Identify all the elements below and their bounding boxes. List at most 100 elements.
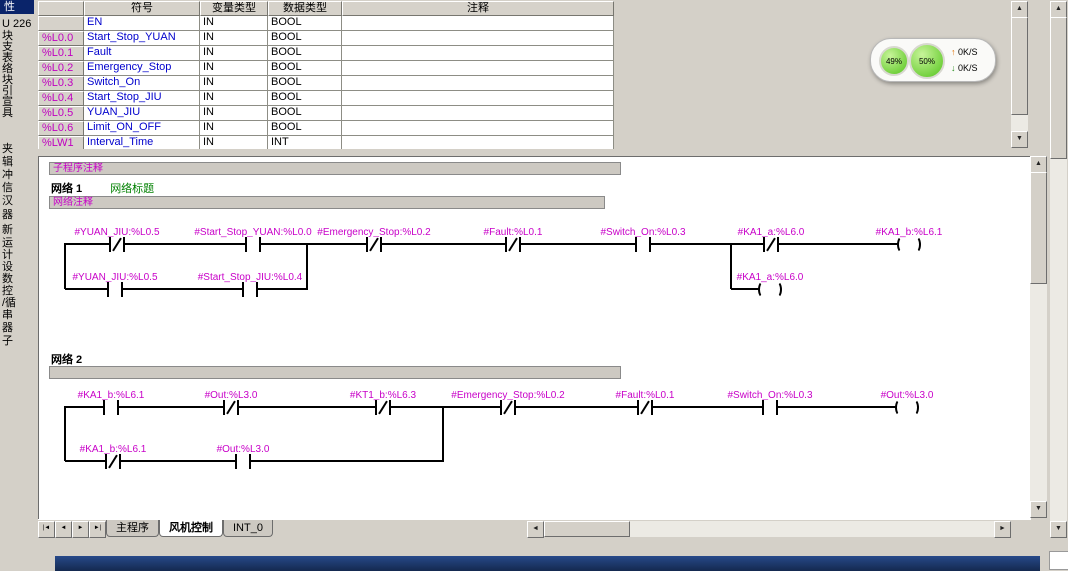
tree-item-fragment[interactable]: 辑 bbox=[2, 156, 13, 168]
table-cell[interactable]: IN bbox=[200, 121, 268, 136]
comment-bar[interactable]: 子程序注释 bbox=[49, 162, 621, 175]
address-cell[interactable]: %L0.6 bbox=[38, 121, 84, 136]
scrollbar-thumb[interactable] bbox=[1030, 172, 1047, 284]
address-cell[interactable]: %LW1 bbox=[38, 136, 84, 149]
table-cell[interactable]: IN bbox=[200, 16, 268, 31]
tree-item-fragment[interactable]: 冲 bbox=[2, 169, 13, 181]
table-cell[interactable]: IN bbox=[200, 46, 268, 61]
table-cell[interactable]: EN bbox=[84, 16, 200, 31]
tree-item-fragment[interactable]: 计 bbox=[2, 249, 13, 261]
tab-nav-button[interactable]: |◄ bbox=[38, 521, 55, 538]
table-cell[interactable]: IN bbox=[200, 136, 268, 149]
table-cell[interactable]: BOOL bbox=[268, 106, 342, 121]
table-cell[interactable] bbox=[342, 91, 614, 106]
ladder-contact[interactable]: #YUAN_JIU:%L0.5 bbox=[40, 272, 190, 300]
tree-item-fragment[interactable]: 器 bbox=[2, 209, 13, 221]
tree-item-fragment[interactable]: 控 bbox=[2, 285, 13, 297]
ladder-contact[interactable]: #Start_Stop_JIU:%L0.4 bbox=[175, 272, 325, 300]
table-cell[interactable]: Fault bbox=[84, 46, 200, 61]
table-cell[interactable]: BOOL bbox=[268, 91, 342, 106]
table-cell[interactable]: BOOL bbox=[268, 61, 342, 76]
table-cell[interactable]: BOOL bbox=[268, 31, 342, 46]
tab-nav-button[interactable]: ►| bbox=[89, 521, 106, 538]
tree-item-fragment[interactable]: 新 bbox=[2, 224, 13, 236]
tree-item-fragment[interactable]: 子 bbox=[2, 335, 13, 347]
tree-item-fragment[interactable]: U 226 bbox=[2, 18, 32, 30]
scroll-down-icon[interactable]: ▼ bbox=[1011, 131, 1028, 148]
table-cell[interactable]: IN bbox=[200, 61, 268, 76]
table-cell[interactable]: Emergency_Stop bbox=[84, 61, 200, 76]
table-cell[interactable]: Start_Stop_YUAN bbox=[84, 31, 200, 46]
tree-item-fragment[interactable]: 块 bbox=[2, 74, 13, 86]
tree-item-fragment[interactable]: 信 bbox=[2, 182, 13, 194]
table-cell[interactable]: Limit_ON_OFF bbox=[84, 121, 200, 136]
ladder-contact[interactable]: #Switch_On:%L0.3 bbox=[568, 227, 718, 255]
comment-bar[interactable]: 网络注释 bbox=[49, 196, 605, 209]
table-cell[interactable]: INT bbox=[268, 136, 342, 149]
tree-item-fragment[interactable]: 支 bbox=[2, 41, 13, 53]
ladder-scrollbar[interactable]: ▲ ▼ bbox=[1030, 156, 1047, 518]
tab-风机控制[interactable]: 风机控制 bbox=[159, 520, 223, 537]
tree-item-fragment[interactable]: 汉 bbox=[2, 195, 13, 207]
table-cell[interactable] bbox=[342, 136, 614, 149]
window-scrollbar[interactable]: ▲ ▼ bbox=[1050, 1, 1067, 538]
tree-item-fragment[interactable]: 运 bbox=[2, 237, 13, 249]
ladder-contact[interactable]: #Out:%L3.0 bbox=[156, 390, 306, 418]
table-cell[interactable]: Interval_Time bbox=[84, 136, 200, 149]
table-cell[interactable]: IN bbox=[200, 91, 268, 106]
scrollbar-thumb[interactable] bbox=[1050, 17, 1067, 159]
ladder-contact[interactable]: #Fault:%L0.1 bbox=[438, 227, 588, 255]
table-cell[interactable]: BOOL bbox=[268, 16, 342, 31]
ladder-contact[interactable]: #KT1_b:%L6.3 bbox=[308, 390, 458, 418]
address-cell[interactable]: %L0.3 bbox=[38, 76, 84, 91]
comment-bar[interactable] bbox=[49, 366, 621, 379]
scroll-up-icon[interactable]: ▲ bbox=[1011, 1, 1028, 18]
address-cell[interactable]: %L0.4 bbox=[38, 91, 84, 106]
scroll-left-icon[interactable]: ◄ bbox=[527, 521, 544, 538]
tree-item-fragment[interactable]: 宣 bbox=[2, 96, 13, 108]
ladder-contact[interactable]: #Start_Stop_YUAN:%L0.0 bbox=[178, 227, 328, 255]
tab-nav-button[interactable]: ◄ bbox=[55, 521, 72, 538]
ladder-contact[interactable]: #Switch_On:%L0.3 bbox=[695, 390, 845, 418]
ladder-contact[interactable]: #KA1_a:%L6.0 bbox=[696, 227, 846, 255]
scroll-up-icon[interactable]: ▲ bbox=[1050, 1, 1067, 18]
ladder-contact[interactable]: #Emergency_Stop:%L0.2 bbox=[433, 390, 583, 418]
tree-item-fragment[interactable]: 引 bbox=[2, 85, 13, 97]
scrollbar-thumb[interactable] bbox=[544, 521, 630, 537]
ladder-contact[interactable]: #YUAN_JIU:%L0.5 bbox=[42, 227, 192, 255]
scroll-down-icon[interactable]: ▼ bbox=[1050, 521, 1067, 538]
address-cell[interactable]: %L0.5 bbox=[38, 106, 84, 121]
address-cell[interactable]: %L0.0 bbox=[38, 31, 84, 46]
table-cell[interactable]: BOOL bbox=[268, 76, 342, 91]
network-title-comment[interactable]: 网络标题 bbox=[110, 183, 155, 195]
table-cell[interactable]: IN bbox=[200, 106, 268, 121]
table-cell[interactable] bbox=[342, 121, 614, 136]
table-cell[interactable] bbox=[342, 16, 614, 31]
table-cell[interactable] bbox=[342, 46, 614, 61]
table-cell[interactable] bbox=[342, 76, 614, 91]
scroll-right-icon[interactable]: ► bbox=[994, 521, 1011, 538]
table-cell[interactable] bbox=[342, 106, 614, 121]
table-cell[interactable]: Switch_On bbox=[84, 76, 200, 91]
table-cell[interactable]: YUAN_JIU bbox=[84, 106, 200, 121]
ladder-contact[interactable]: #KA1_b:%L6.1 bbox=[39, 390, 186, 418]
table-cell[interactable] bbox=[342, 61, 614, 76]
tree-item-fragment[interactable]: 表 bbox=[2, 52, 13, 64]
ladder-contact[interactable]: #Out:%L3.0 bbox=[168, 444, 318, 472]
ladder-coil[interactable]: #Out:%L3.0 bbox=[832, 390, 982, 418]
tree-item-fragment[interactable]: 器 bbox=[2, 322, 13, 334]
tree-item-fragment[interactable]: 夹 bbox=[2, 143, 13, 155]
tree-item-fragment[interactable]: 数 bbox=[2, 273, 13, 285]
scrollbar-thumb[interactable] bbox=[1011, 17, 1028, 115]
tree-item-fragment[interactable]: /循 bbox=[2, 297, 17, 309]
